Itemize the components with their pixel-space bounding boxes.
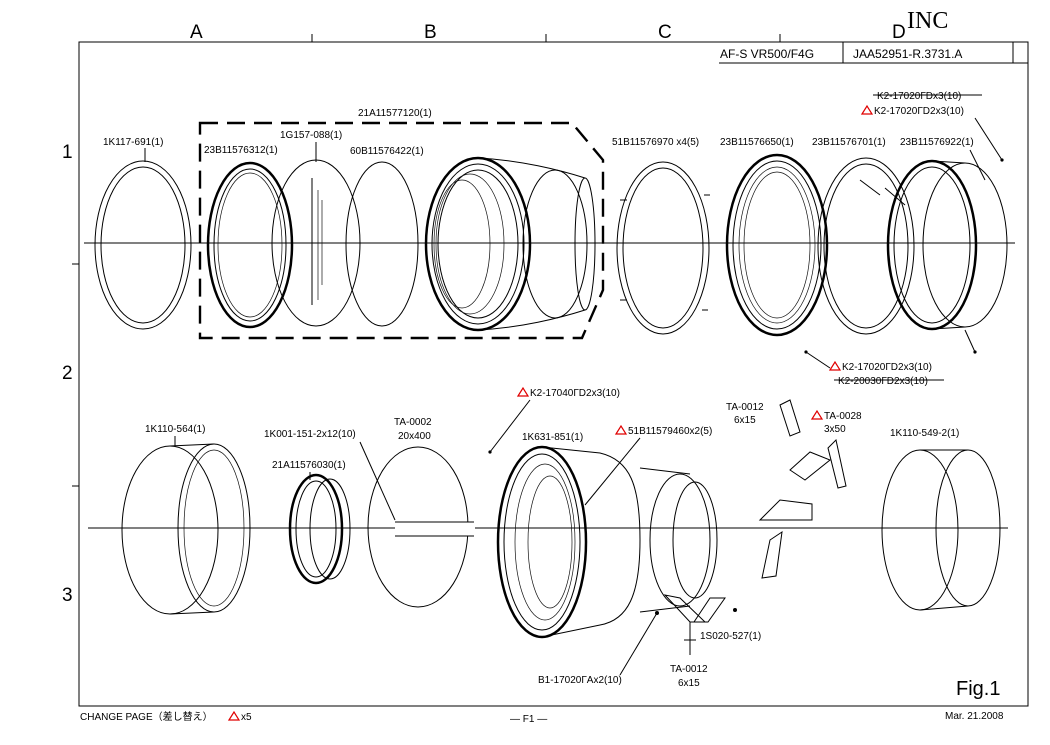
- page-number: — F1 —: [510, 714, 547, 725]
- label-51b11576970: 51B11576970 x4(5): [612, 137, 699, 148]
- part-ring-1k117: [94, 160, 192, 330]
- row-label-3: 3: [62, 585, 73, 606]
- row-label-1: 1: [62, 142, 73, 163]
- change-triangle-icon: [828, 360, 842, 371]
- doc-id: JAA52951-R.3731.A: [853, 47, 962, 61]
- part-tape-ta-0012-lower: [663, 594, 726, 655]
- label-1g157-088: 1G157-088(1): [280, 130, 342, 141]
- part-barrel-23b11576922: [886, 159, 1008, 331]
- label-23b11576312: 23B11576312(1): [204, 145, 278, 156]
- label-23b11576650: 23B11576650(1): [720, 137, 794, 148]
- label-k2-17020-new-top: K2-17020ГD2x3(10): [874, 106, 964, 117]
- row-label-2: 2: [62, 363, 73, 384]
- model-name: AF-S VR500/F4G: [720, 47, 814, 61]
- change-triangle-icon: [516, 386, 530, 397]
- change-triangle-icon: [860, 104, 874, 115]
- part-ring-23b11576312: [206, 161, 294, 329]
- label-1k110-564: 1K110-564(1): [145, 424, 205, 435]
- label-ta-0012-upper-size: 6x15: [734, 415, 756, 426]
- label-k2-20030-old-mid: K2-20030ГD2x3(10): [838, 376, 928, 387]
- part-ring-60b11576422: [345, 161, 419, 327]
- label-23b11576701: 23B11576701(1): [812, 137, 886, 148]
- label-k2-17020-new-mid: K2-17020ГD2x3(10): [842, 362, 932, 373]
- label-ta-0028: TA-0028: [824, 411, 862, 422]
- label-1s020-527: 1S020-527(1): [700, 631, 761, 642]
- doc-id-box: [842, 41, 1014, 64]
- part-knurled-ring-1k110-549: [881, 449, 1001, 611]
- drawing-frame: [78, 41, 1029, 707]
- change-triangle-icon: [614, 424, 628, 435]
- part-lens-21a11576030: [288, 473, 351, 585]
- label-ta-0012-lower: TA-0012: [670, 664, 708, 675]
- label-21a11577120: 21A11577120(1): [358, 108, 432, 119]
- label-60b11576422: 60B11576422(1): [350, 146, 424, 157]
- part-tape-ta-0002: [367, 446, 475, 608]
- part-split-ring-51b11576970: [616, 161, 710, 335]
- change-triangle-icon: [810, 409, 824, 420]
- change-page-label: CHANGE PAGE（差し替え）: [80, 710, 213, 723]
- label-23b11576922: 23B11576922(1): [900, 137, 974, 148]
- part-knurled-ring-1k110-564: [121, 443, 251, 615]
- label-ta-0002: TA-0002: [394, 417, 432, 428]
- part-tape-strips: [758, 399, 847, 579]
- group-box-21a11577120: [198, 121, 605, 340]
- column-label-a: A: [190, 22, 203, 43]
- label-51b11579460: 51B11579460x2(5): [628, 426, 712, 437]
- change-count: x5: [241, 712, 252, 723]
- label-b1-17020: B1-17020ГAx2(10): [538, 675, 622, 686]
- column-label-d: D: [892, 22, 906, 43]
- part-barrel-21a11577120: [424, 156, 596, 332]
- part-inner-mechanism: [639, 467, 718, 613]
- column-label-b: B: [424, 22, 437, 43]
- label-ta-0012-upper: TA-0012: [726, 402, 764, 413]
- label-1k110-549-2: 1K110-549-2(1): [890, 428, 959, 439]
- inc-mark: INC: [907, 8, 948, 34]
- label-1k631-851: 1K631-851(1): [522, 432, 583, 443]
- label-1k117-691: 1K117-691(1): [103, 137, 163, 148]
- revision-date: Mar. 21.2008: [945, 711, 1004, 722]
- part-ring-23b11576650: [725, 153, 829, 337]
- label-1k001-151: 1K001-151-2x12(10): [264, 429, 356, 440]
- figure-label: Fig.1: [956, 678, 1000, 700]
- label-ta-0002-size: 20x400: [398, 431, 431, 442]
- label-21a11576030: 21A11576030(1): [272, 460, 346, 471]
- part-ring-23b11576701: [817, 157, 915, 335]
- column-label-c: C: [658, 22, 672, 43]
- part-barrel-1k631-851: [496, 445, 641, 639]
- label-ta-0012-lower-size: 6x15: [678, 678, 700, 689]
- change-triangle-icon: [227, 710, 241, 721]
- label-ta-0028-size: 3x50: [824, 424, 846, 435]
- label-k2-17040: K2-17040ГD2x3(10): [530, 388, 620, 399]
- label-k2-17020-old-top: K2-17020ГDx3(10): [877, 91, 961, 102]
